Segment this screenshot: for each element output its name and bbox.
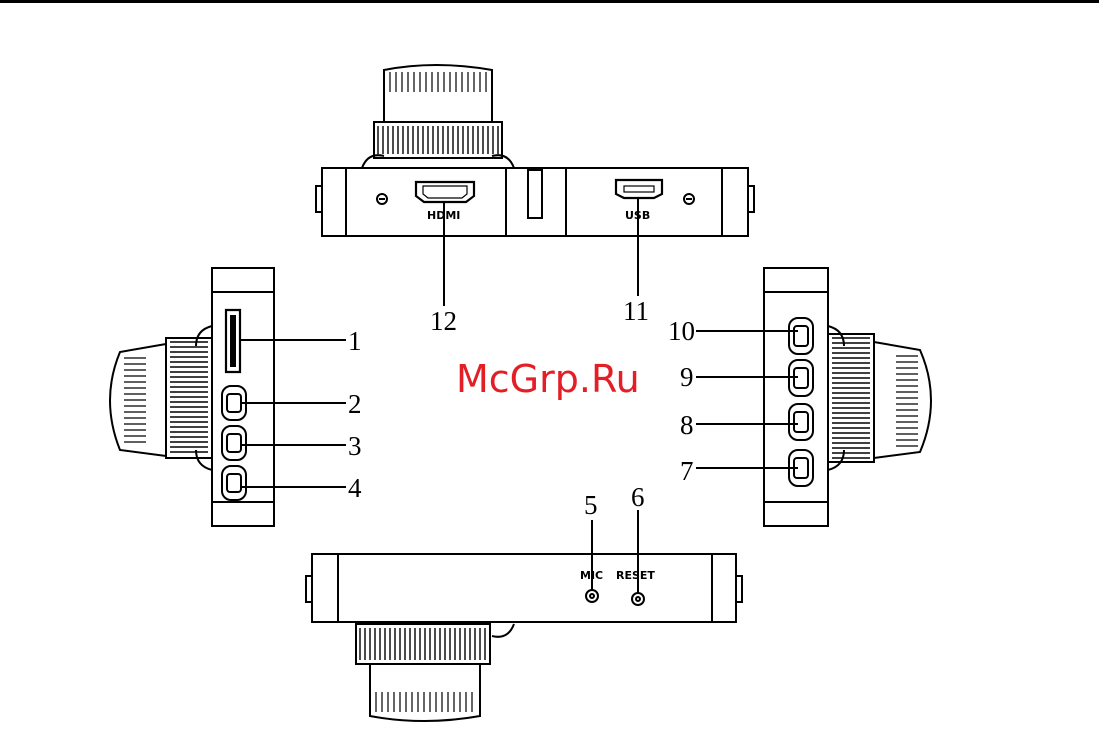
bottom-body	[312, 554, 736, 622]
callout-7: 7	[680, 456, 694, 486]
callout-9: 9	[680, 362, 694, 392]
bottom-view: MIC RESET	[306, 510, 742, 721]
callout-2: 2	[348, 389, 362, 419]
callout-6: 6	[631, 482, 645, 512]
right-view	[696, 268, 931, 526]
top-view: HDMI USB	[316, 65, 754, 306]
callout-3: 3	[348, 431, 362, 461]
reset-label: RESET	[616, 569, 655, 582]
callout-12: 12	[430, 306, 457, 336]
left-lens	[110, 326, 212, 470]
callout-4: 4	[348, 473, 362, 503]
bottom-lens	[356, 624, 514, 721]
top-lens	[362, 65, 514, 168]
right-lens	[828, 326, 931, 470]
callout-11: 11	[623, 296, 649, 326]
callout-1: 1	[348, 326, 362, 356]
left-view	[110, 268, 346, 526]
callout-10: 10	[668, 316, 695, 346]
watermark-text: McGrp.Ru	[456, 357, 640, 401]
callout-5: 5	[584, 490, 598, 520]
right-body	[764, 268, 828, 526]
callout-8: 8	[680, 410, 694, 440]
